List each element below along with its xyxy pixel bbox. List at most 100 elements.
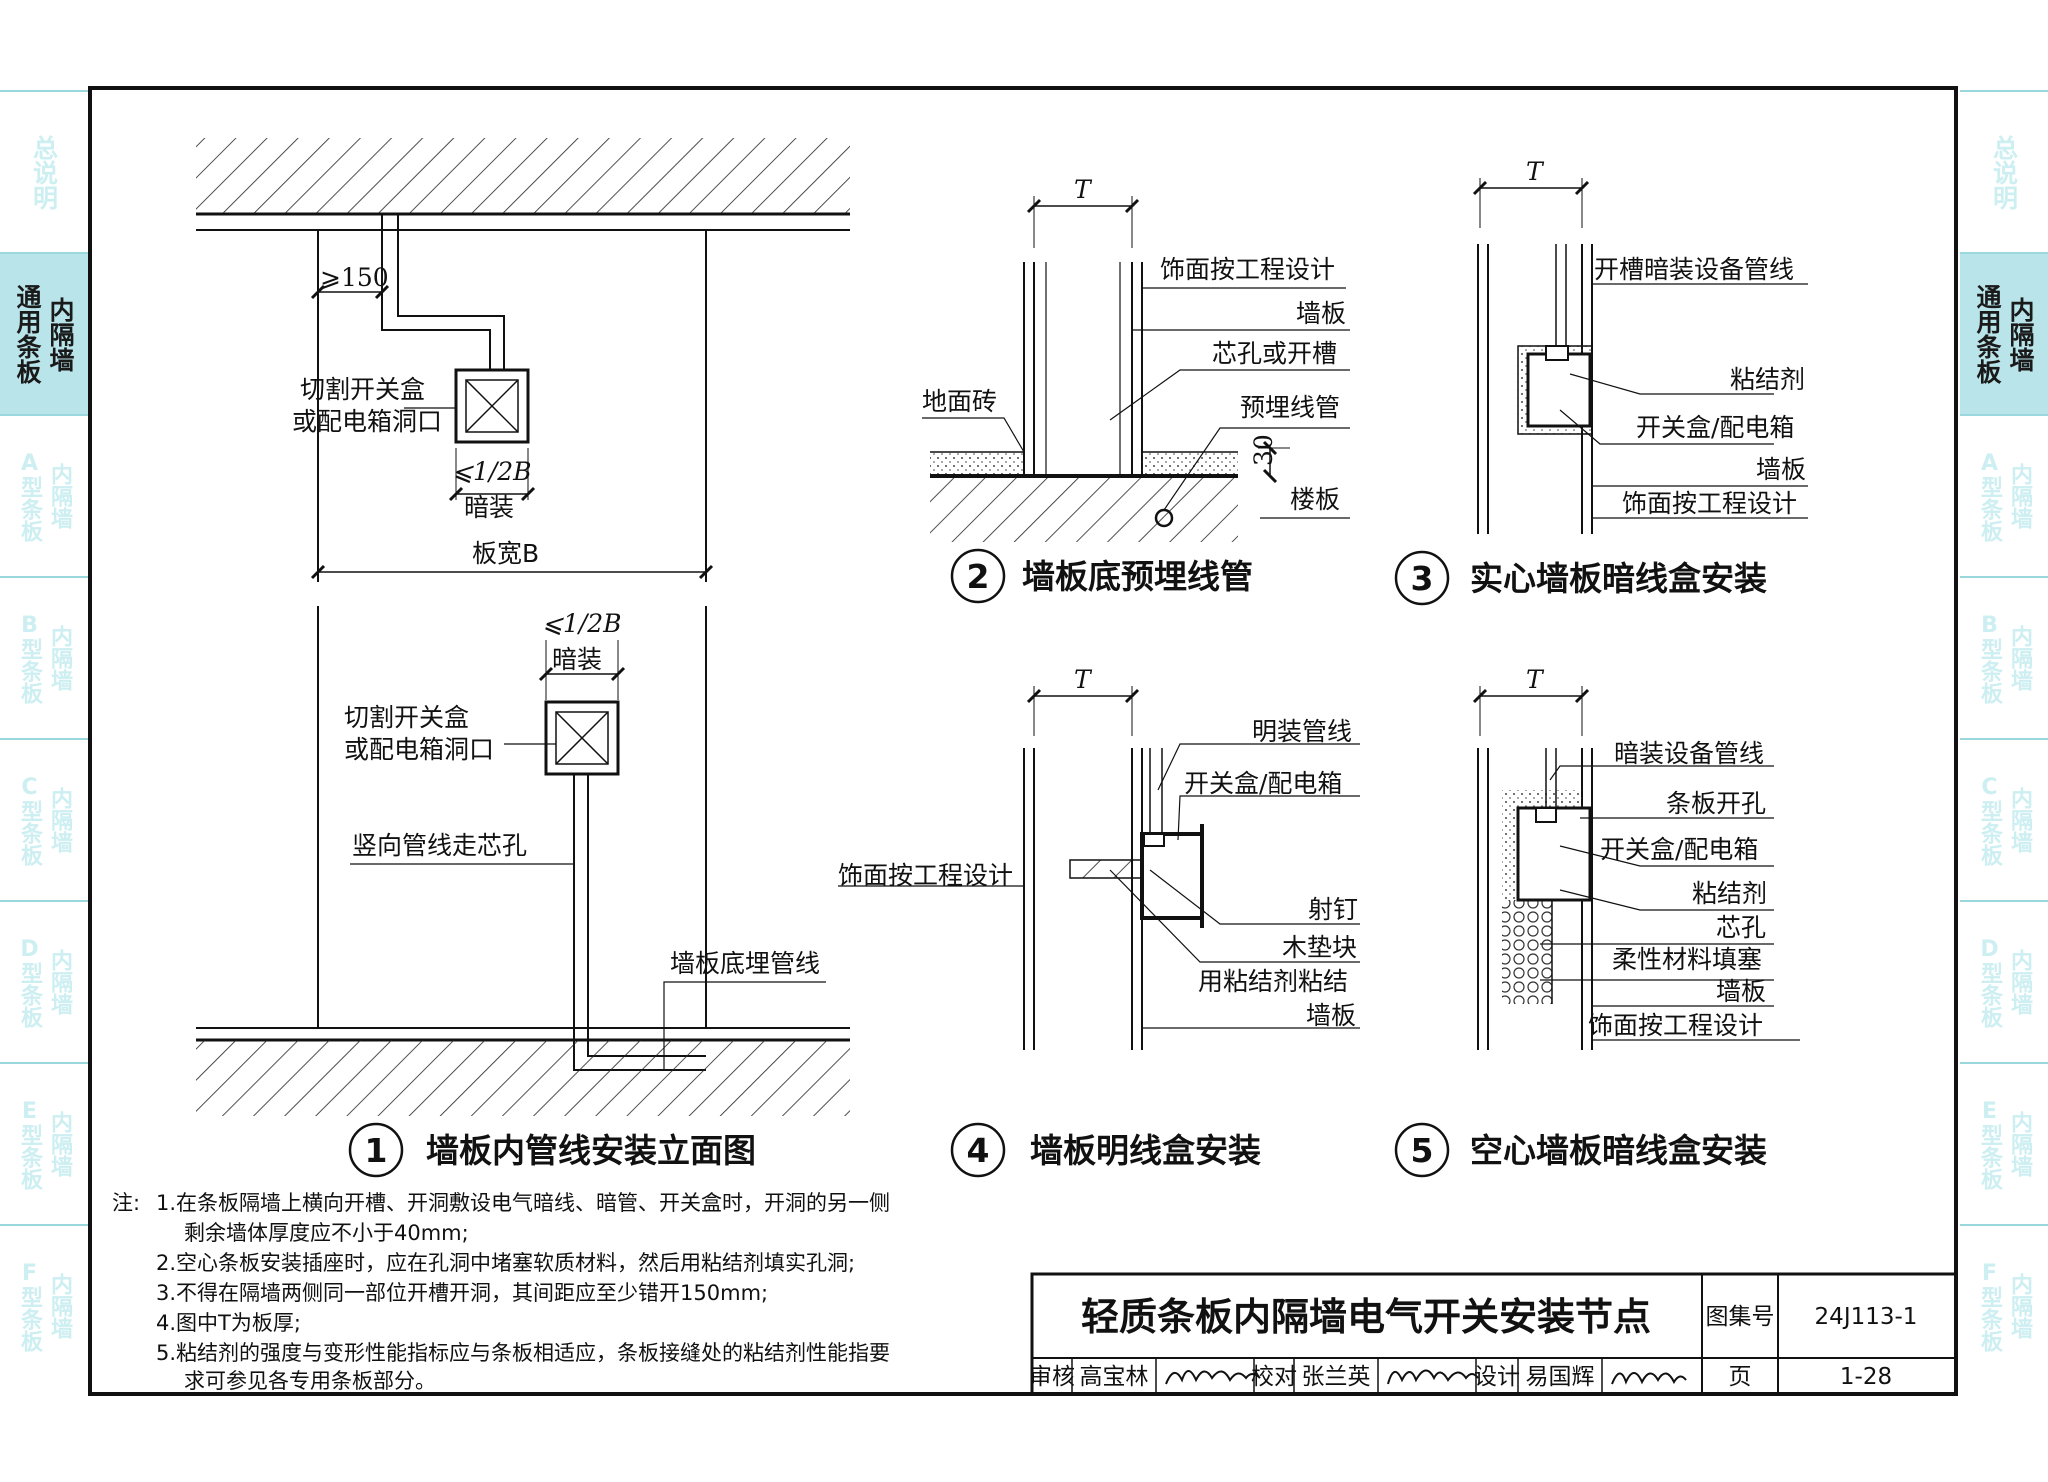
label-hole: 条板开孔 (1666, 789, 1766, 818)
label-concealed-2: 暗装 (552, 645, 602, 674)
review-label: 审核 (1029, 1364, 1075, 1390)
tab-sublabel: 内隔墙 (2007, 1273, 2032, 1339)
tab-label: A型条板 (1977, 450, 2002, 542)
dim-t: T (1526, 157, 1545, 186)
tab-type-a[interactable]: A型条板内隔墙 (0, 414, 88, 576)
detail-2-labels: T 饰面按工程设计 墙板 芯孔或开槽 地面砖 预埋线管 30 楼板 2 墙板底预… (922, 175, 1346, 596)
tab-sublabel: 内隔墙 (47, 625, 72, 691)
tab-label: 通用条板 (13, 284, 42, 384)
tab-sublabel: 内隔墙 (47, 949, 72, 1015)
check-label: 校对 (1251, 1364, 1297, 1390)
tab-sublabel: 内隔墙 (2007, 625, 2032, 691)
label-cut-box-b2: 或配电箱洞口 (344, 735, 494, 764)
label-cut-box-b: 切割开关盒 (344, 703, 469, 732)
label-vertical-pipe: 竖向管线走芯孔 (352, 831, 527, 860)
tab-label: F型条板 (17, 1260, 42, 1352)
designer-name: 易国辉 (1526, 1364, 1595, 1390)
detail-2-number: 2 (967, 557, 990, 596)
dim-t: T (1526, 665, 1545, 694)
label-soft-fill: 柔性材料填塞 (1612, 945, 1762, 974)
page-label: 页 (1729, 1364, 1752, 1390)
tab-type-d[interactable]: D型条板内隔墙 (0, 900, 88, 1062)
tab-label: B型条板 (17, 612, 42, 704)
detail-3-labels: T 开槽暗装设备管线 粘结剂 开关盒/配电箱 墙板 饰面按工程设计 3 实心墙板… (1411, 157, 1807, 598)
label-core: 芯孔或开槽 (1212, 339, 1337, 368)
dim-min-150: ⩾150 (320, 263, 389, 292)
label-groove: 开槽暗装设备管线 (1594, 255, 1794, 284)
tab-common-panel-right[interactable]: 通用条板内隔墙 (1960, 252, 2048, 414)
tab-common-panel[interactable]: 通用条板内隔墙 (0, 252, 88, 414)
notes: 注: 1.在条板隔墙上横向开槽、开洞敷设电气暗线、暗管、开关盒时，开洞的另一侧 … (112, 1191, 890, 1393)
detail-2-floor-conduit (922, 196, 1350, 604)
note-line: 剩余墙体厚度应不小于40mm; (184, 1221, 469, 1245)
label-nail: 射钉 (1308, 895, 1358, 924)
label-finish: 饰面按工程设计 (1160, 255, 1335, 284)
drawing-title: 轻质条板内隔墙电气开关安装节点 (1081, 1295, 1651, 1339)
tab-type-f-right[interactable]: F型条板内隔墙 (1960, 1224, 2048, 1386)
tab-label: 总说明 (29, 134, 59, 210)
detail-4-title: 墙板明线盒安装 (1030, 1131, 1261, 1170)
title-block (1030, 1272, 1958, 1396)
dim-30: 30 (1249, 434, 1278, 466)
label-core: 芯孔 (1716, 913, 1766, 942)
note-line: 3.不得在隔墙两侧同一部位开槽开洞，其间距应至少错开150mm; (156, 1281, 768, 1305)
detail-4-labels: T 明装管线 开关盒/配电箱 饰面按工程设计 射钉 木垫块 用粘结剂粘结 墙板 … (838, 665, 1358, 1170)
detail-3-solid-box (1394, 178, 1808, 606)
tab-label: A型条板 (17, 450, 42, 542)
note-line: 2.空心条板安装插座时，应在孔洞中堵塞软质材料，然后用粘结剂填实孔洞; (156, 1251, 855, 1275)
label-board-width: 板宽B (472, 539, 539, 568)
tab-sublabel: 内隔墙 (46, 296, 75, 372)
label-panel: 墙板 (1716, 977, 1766, 1006)
tab-type-a-right[interactable]: A型条板内隔墙 (1960, 414, 2048, 576)
title-block-text: 轻质条板内隔墙电气开关安装节点 图集号 24J113-1 审核 高宝林 校对 张… (1029, 1295, 1917, 1390)
tab-type-c-right[interactable]: C型条板内隔墙 (1960, 738, 2048, 900)
tab-type-c[interactable]: C型条板内隔墙 (0, 738, 88, 900)
label-bottom-pipe: 墙板底埋管线 (670, 949, 820, 978)
dim-t: T (1074, 175, 1093, 204)
tab-type-b[interactable]: B型条板内隔墙 (0, 576, 88, 738)
reviewer-name: 高宝林 (1080, 1364, 1149, 1390)
tab-type-e-right[interactable]: E型条板内隔墙 (1960, 1062, 2048, 1224)
label-box: 开关盒/配电箱 (1600, 835, 1758, 864)
detail-4-number: 4 (967, 1131, 990, 1170)
label-surface-pipe: 明装管线 (1252, 717, 1352, 746)
tab-sublabel: 内隔墙 (47, 463, 72, 529)
label-panel: 墙板 (1306, 1001, 1356, 1030)
tab-sublabel: 内隔墙 (2007, 949, 2032, 1015)
label-finish: 饰面按工程设计 (1588, 1011, 1763, 1040)
tab-type-f[interactable]: F型条板内隔墙 (0, 1224, 88, 1386)
tab-sublabel: 内隔墙 (2007, 463, 2032, 529)
tab-sublabel: 内隔墙 (47, 1273, 72, 1339)
label-adhesive: 粘结剂 (1730, 365, 1805, 394)
note-line: 求可参见各专用条板部分。 (184, 1369, 436, 1393)
detail-5-hollow-box (1394, 686, 1800, 1178)
tab-label: C型条板 (17, 774, 42, 866)
tab-general[interactable]: 总说明 (0, 90, 88, 252)
label-box: 开关盒/配电箱 (1184, 769, 1342, 798)
atlas-number: 24J113-1 (1815, 1304, 1918, 1330)
detail-5-labels: T 暗装设备管线 条板开孔 开关盒/配电箱 粘结剂 芯孔 柔性材料填塞 墙板 饰… (1411, 665, 1768, 1170)
label-box: 开关盒/配电箱 (1636, 413, 1794, 442)
tab-label: E型条板 (17, 1098, 42, 1190)
detail-1-labels: ⩾150 切割开关盒 或配电箱洞口 ⩽1/2B 暗装 板宽B ⩽1/2B 暗装 … (292, 263, 820, 1170)
label-panel: 墙板 (1756, 455, 1806, 484)
label-adhesive: 粘结剂 (1692, 879, 1767, 908)
tab-sublabel: 内隔墙 (47, 787, 72, 853)
tab-sublabel: 内隔墙 (2007, 787, 2032, 853)
tab-type-b-right[interactable]: B型条板内隔墙 (1960, 576, 2048, 738)
detail-5-number: 5 (1411, 1131, 1434, 1170)
tab-label: C型条板 (1977, 774, 2002, 866)
tab-label: 总说明 (1989, 134, 2019, 210)
tab-label: F型条板 (1977, 1260, 2002, 1352)
note-line: 4.图中T为板厚; (156, 1311, 301, 1335)
tab-type-d-right[interactable]: D型条板内隔墙 (1960, 900, 2048, 1062)
label-conduit: 预埋线管 (1240, 393, 1340, 422)
dim-t: T (1074, 665, 1093, 694)
tab-type-e[interactable]: E型条板内隔墙 (0, 1062, 88, 1224)
detail-1-elevation (196, 138, 850, 1178)
tab-label: 通用条板 (1973, 284, 2002, 384)
tab-general-right[interactable]: 总说明 (1960, 90, 2048, 252)
note-line: 1.在条板隔墙上横向开槽、开洞敷设电气暗线、暗管、开关盒时，开洞的另一侧 (156, 1191, 890, 1215)
notes-prefix: 注: (112, 1191, 140, 1215)
